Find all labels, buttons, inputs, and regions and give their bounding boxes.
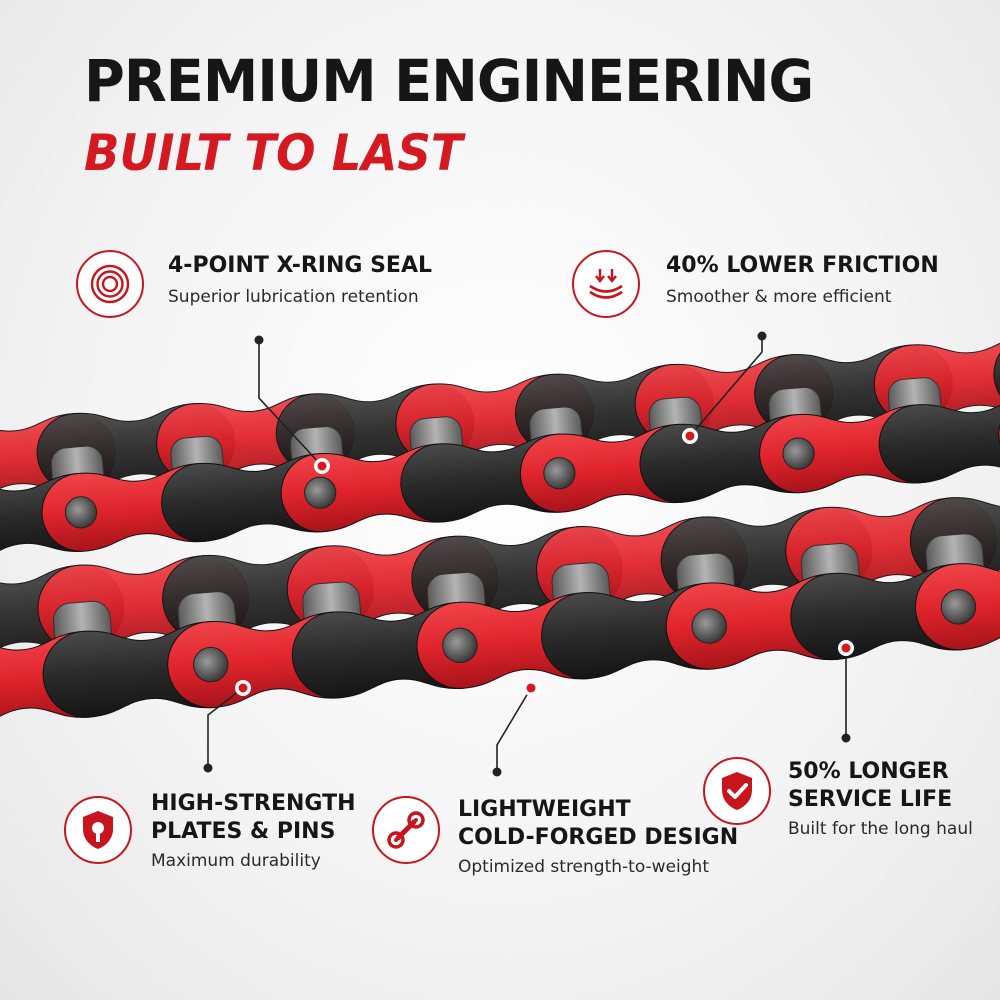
back-plate (993, 324, 1000, 414)
leader-lines (207, 336, 847, 772)
chain-row-lower (0, 487, 1000, 728)
feature-lightweight-title-2: COLD-FORGED DESIGN (458, 825, 739, 850)
leader-line-xring (258, 340, 323, 467)
leader-dot (841, 733, 851, 743)
chain-link-icon (372, 796, 440, 864)
chain-pin (691, 608, 727, 644)
chain-pin (782, 437, 815, 470)
feature-service-title-2: SERVICE LIFE (788, 787, 953, 812)
front-plate (914, 553, 1000, 651)
feature-lightweight-subtitle: Optimized strength-to-weight (458, 857, 709, 877)
callout-marker (682, 428, 698, 444)
shield-check-icon (703, 757, 771, 825)
leader-endpoints (203, 331, 854, 777)
headline-title: PREMIUM ENGINEERING (84, 47, 814, 115)
leader-line-friction (689, 336, 763, 437)
feature-service-subtitle: Built for the long haul (788, 819, 973, 839)
front-plate (878, 394, 1000, 484)
shield-bolt-icon (64, 796, 132, 864)
callout-marker (235, 680, 251, 696)
callout-marker (523, 680, 539, 696)
feature-lightweight-title-1: LIGHTWEIGHT (458, 797, 631, 822)
headline-subtitle: BUILT TO LAST (84, 124, 463, 182)
chain-pin (64, 496, 98, 529)
callout-marker (838, 640, 854, 656)
leader-dot (203, 763, 213, 773)
leader-line-strength (207, 687, 244, 768)
feature-strength-title-1: HIGH-STRENGTH (151, 791, 356, 816)
friction-icon (572, 250, 640, 318)
feature-friction-subtitle: Smoother & more efficient (666, 287, 892, 307)
leader-line-lightweight (496, 687, 532, 772)
feature-xring-subtitle: Superior lubrication retention (168, 287, 419, 307)
leader-dot (492, 767, 502, 777)
chain-pin (193, 646, 229, 683)
feature-strength-title-2: PLATES & PINS (151, 819, 336, 844)
callout-marker (314, 458, 330, 474)
leader-dot (254, 335, 264, 345)
chain-pin (442, 627, 478, 664)
feature-strength-subtitle: Maximum durability (151, 851, 321, 871)
chain-pin (940, 589, 977, 625)
leader-dot (757, 331, 767, 341)
x-ring-icon (76, 250, 144, 318)
chain-pin (304, 476, 337, 509)
chain-pin (543, 457, 576, 490)
chain-row-upper (0, 324, 1000, 562)
feature-xring-title: 4-POINT X-RING SEAL (168, 253, 432, 278)
feature-service-title-1: 50% LONGER (788, 759, 949, 784)
feature-friction-title: 40% LOWER FRICTION (666, 253, 939, 278)
